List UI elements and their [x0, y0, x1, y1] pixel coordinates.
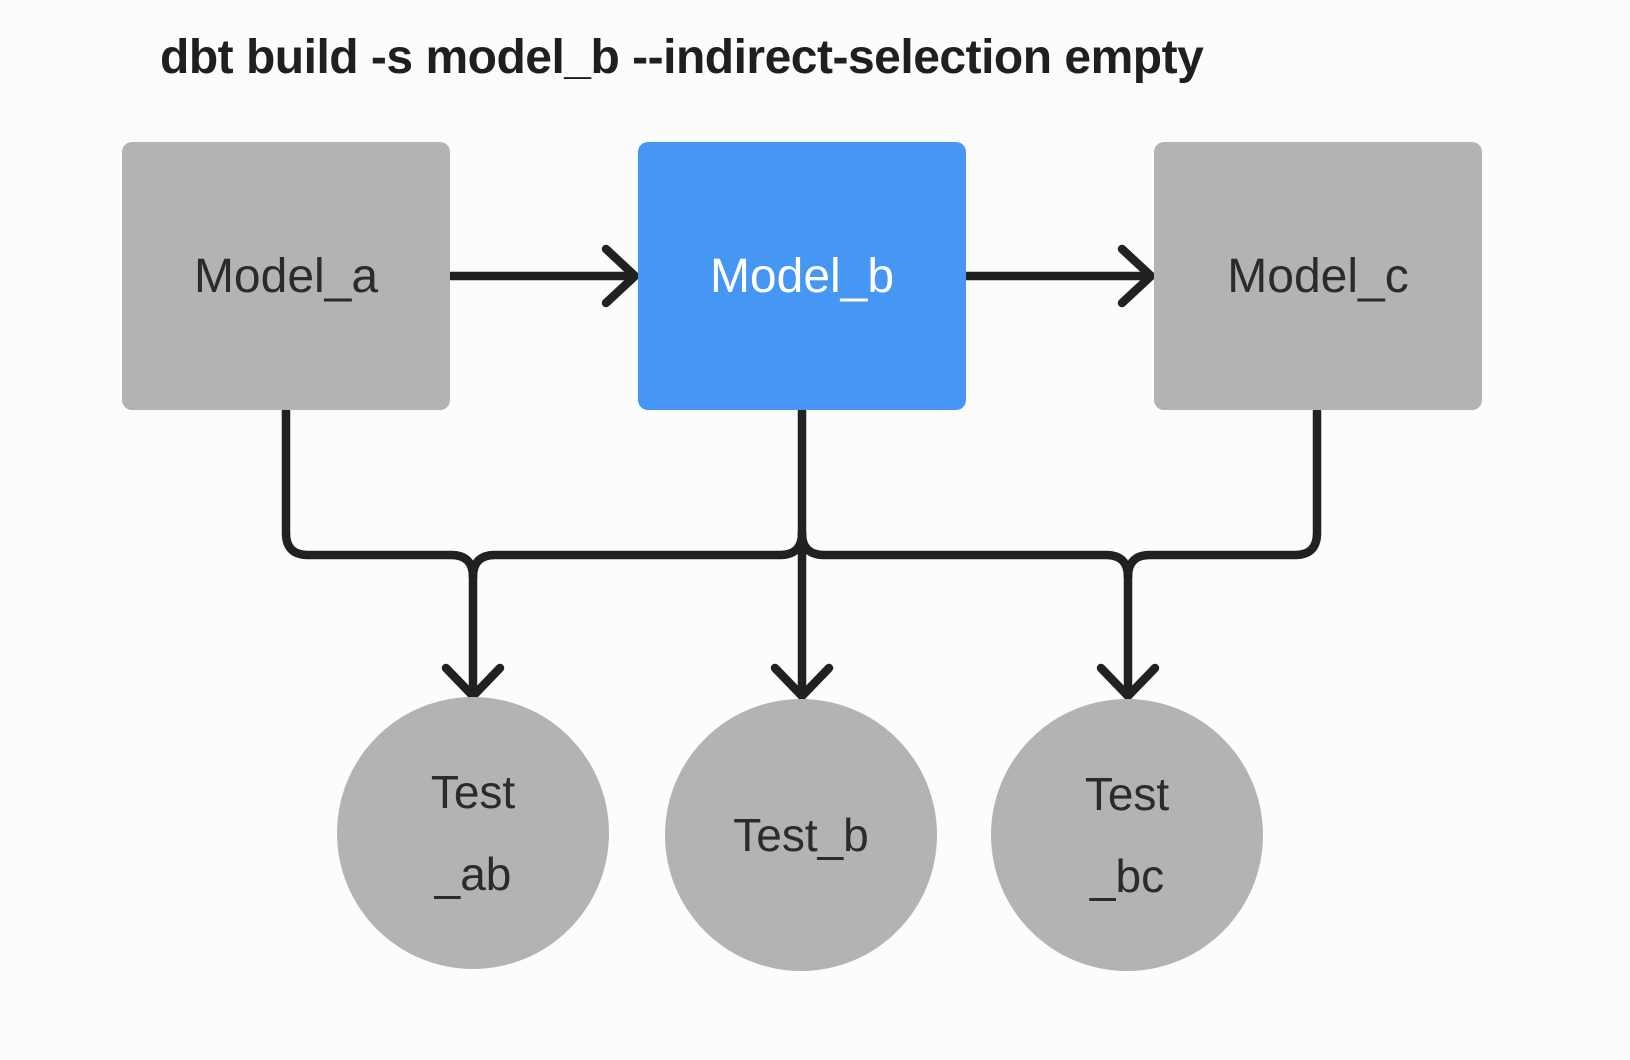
edge-drop-test-ab [441, 572, 505, 701]
arrowhead-down-icon [441, 663, 505, 701]
edge-model-a-to-test-ab [281, 406, 478, 582]
node-test-b: Test_b [665, 699, 937, 971]
node-model-b-selected: Model_b [638, 142, 966, 410]
node-test-bc-label-line2: _bc [1089, 850, 1165, 902]
node-test-ab-label-line1: Test [430, 766, 516, 818]
edge-model-c-to-test-bc [1123, 406, 1322, 582]
node-model-c-label: Model_c [1227, 249, 1409, 303]
edge-shaft [1123, 406, 1322, 582]
node-test-bc: Test _bc [991, 699, 1263, 971]
node-model-c: Model_c [1154, 142, 1482, 410]
edge-shaft [468, 528, 807, 582]
diagram-title: dbt build -s model_b --indirect-selectio… [160, 31, 1204, 84]
node-model-a: Model_a [122, 142, 450, 410]
edge-model-b-to-model-c [961, 244, 1156, 308]
node-model-a-label: Model_a [193, 249, 379, 303]
edge-drop-test-bc [1096, 572, 1160, 701]
node-test-ab-label-line2: _ab [434, 848, 512, 900]
node-test-ab: Test _ab [337, 697, 609, 969]
arrowhead-right-icon [601, 244, 640, 308]
arrowhead-down-icon [1096, 663, 1160, 701]
node-test-bc-label-line1: Test [1084, 768, 1170, 820]
node-model-b-label: Model_b [709, 249, 895, 303]
edge-model-b-to-test-b [770, 406, 834, 701]
edge-shaft [281, 406, 478, 582]
edge-model-b-to-test-ab [468, 528, 807, 582]
arrowhead-right-icon [1117, 244, 1156, 308]
arrowhead-down-icon [770, 663, 834, 701]
edge-model-a-to-model-b [445, 244, 640, 308]
edge-model-b-to-test-bc [797, 528, 1133, 582]
edge-shaft [797, 528, 1133, 582]
node-test-b-label: Test_b [733, 809, 869, 861]
